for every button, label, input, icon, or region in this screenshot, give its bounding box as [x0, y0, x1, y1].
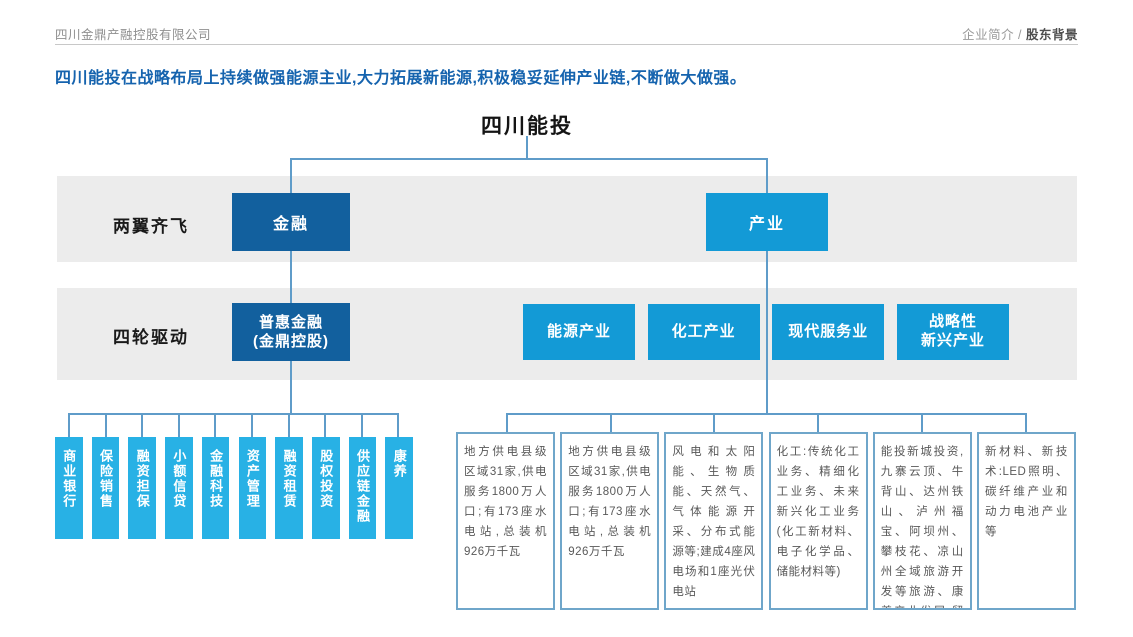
- connector-line: [1025, 413, 1027, 433]
- node-inclusive-finance: 普惠金融 (金鼎控股): [232, 303, 350, 361]
- node-industry: 产业: [706, 193, 828, 251]
- connector-line: [290, 251, 292, 303]
- connector-line: [713, 413, 715, 433]
- node-strategic-emerging: 战略性 新兴产业: [896, 304, 1009, 360]
- connector-line: [766, 251, 768, 414]
- connector-line: [506, 413, 1027, 415]
- node-equity-investment: 股权投资: [312, 437, 340, 539]
- connector-line: [290, 158, 768, 160]
- connector-line: [105, 413, 107, 437]
- org-root-title: 四川能投: [481, 115, 573, 138]
- desc-new-energy: 风电和太阳能、生物质能、天然气、气体能源开采、分布式能源等;建成4座风电场和1座…: [664, 432, 764, 610]
- connector-line: [526, 136, 528, 159]
- row-band-two-wings: [57, 176, 1077, 262]
- connector-line: [506, 413, 508, 433]
- node-financing-guarantee: 融资担保: [128, 437, 156, 539]
- breadcrumb-current: 股东背景: [1025, 28, 1078, 42]
- breadcrumb-section: 企业简介 /: [962, 28, 1026, 42]
- connector-line: [68, 413, 399, 415]
- header-divider: [55, 44, 1078, 45]
- desc-services-tourism: 能投新城投资,九寨云顶、牛背山、达州铁山、泸州福宝、阿坝州、攀枝花、凉山州全域旅…: [872, 432, 972, 610]
- node-asset-management: 资产管理: [238, 437, 267, 539]
- node-micro-credit: 小额信贷: [165, 437, 193, 539]
- connector-line: [178, 413, 180, 437]
- node-health-care: 康养: [385, 437, 413, 539]
- desc-power-supply-1: 地方供电县级区域31家,供电服务1800万人口;有173座水电站,总装机926万…: [456, 432, 555, 610]
- desc-power-supply-2: 地方供电县级区域31家,供电服务1800万人口;有173座水电站,总装机926万…: [560, 432, 660, 610]
- row1-label: 两翼齐飞: [113, 217, 189, 236]
- node-supply-chain-finance: 供应链金融: [348, 437, 377, 539]
- desc-chemical: 化工:传统化工业务、精细化工业务、未来新兴化工业务(化工新材料、电子化学品、储能…: [768, 432, 868, 610]
- node-finance: 金融: [232, 193, 350, 251]
- connector-line: [141, 413, 143, 437]
- breadcrumb: 企业简介 / 股东背景: [962, 24, 1078, 43]
- industry-description-row: 地方供电县级区域31家,供电服务1800万人口;有173座水电站,总装机926万…: [456, 432, 1076, 610]
- node-chemical-industry: 化工产业: [647, 304, 760, 360]
- connector-line: [290, 361, 292, 414]
- connector-line: [817, 413, 819, 433]
- finance-subsidiary-row: 商业银行 保险销售 融资担保 小额信贷 金融科技 资产管理 融资租赁 股权投资 …: [55, 437, 413, 539]
- connector-line: [214, 413, 216, 437]
- intro-sentence: 四川能投在战略布局上持续做强能源主业,大力拓展新能源,积极稳妥延伸产业链,不断做…: [55, 70, 747, 87]
- connector-line: [766, 158, 768, 194]
- connector-line: [610, 413, 612, 433]
- connector-line: [290, 158, 292, 194]
- connector-line: [361, 413, 363, 437]
- connector-line: [397, 413, 399, 437]
- node-financial-leasing: 融资租赁: [275, 437, 303, 539]
- connector-line: [324, 413, 326, 437]
- row2-label: 四轮驱动: [113, 328, 189, 347]
- node-commercial-banking: 商业银行: [55, 437, 83, 539]
- connector-line: [68, 413, 70, 437]
- industry-segment-row: 能源产业 化工产业 现代服务业 战略性 新兴产业: [523, 304, 1009, 360]
- node-modern-services: 现代服务业: [772, 304, 885, 360]
- node-fintech: 金融科技: [201, 437, 230, 539]
- connector-line: [921, 413, 923, 433]
- desc-new-materials: 新材料、新技术:LED照明、碳纤维产业和动力电池产业等: [976, 432, 1076, 610]
- node-insurance-sales: 保险销售: [91, 437, 120, 539]
- company-name: 四川金鼎产融控股有限公司: [55, 28, 212, 42]
- node-energy-industry: 能源产业: [523, 304, 635, 360]
- connector-line: [251, 413, 253, 437]
- connector-line: [288, 413, 290, 437]
